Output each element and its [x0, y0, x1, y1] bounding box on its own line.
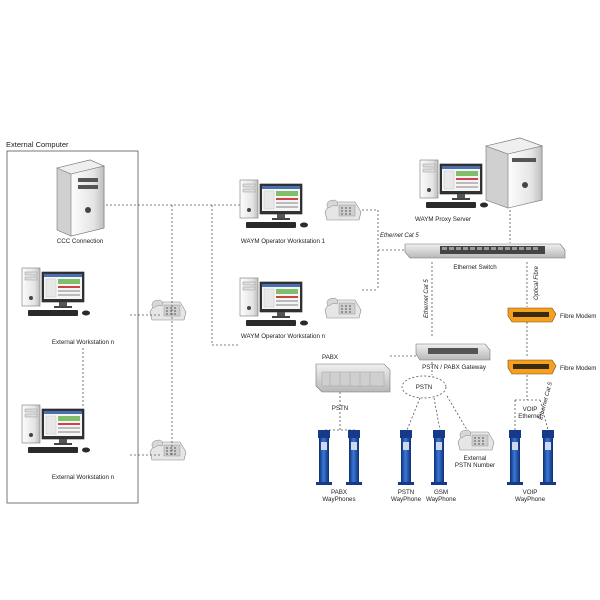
operator-workstation-label-1: WAYM Operator Workstation 1: [241, 238, 326, 245]
external-pstn-label-2: PSTN Number: [455, 462, 495, 469]
pstn-pabx-gateway-icon: [415, 343, 491, 361]
pstn-label-left: PSTN: [332, 405, 349, 412]
gsm-wayphone-label-2: WayPhone: [426, 496, 457, 503]
fibre-modem-label-2: Fibre Modem: [560, 365, 596, 372]
external-workstation-label-1: External Workstation n: [52, 339, 115, 346]
pabx-wayphone-icon-1: [316, 430, 332, 485]
ethernet-switch-icon: [404, 243, 566, 259]
pabx-wayphone-icon-2: [346, 430, 362, 485]
voip-wayphone-label-1: VOIP: [523, 489, 538, 496]
ethernet-switch-label: Ethernet Switch: [453, 264, 497, 271]
gsm-wayphone-icon: [431, 430, 447, 485]
fibre-modem-icon-1: [507, 307, 557, 323]
pstn-cloud: [401, 375, 447, 399]
fibre-modem-icon-2: [507, 359, 557, 375]
pstn-pabx-gateway-label: PSTN / PABX Gateway: [422, 364, 487, 371]
operator-workstation-label-n: WAYM Operator Workstation n: [241, 333, 326, 340]
voip-wayphone-icon-1: [507, 430, 523, 485]
ethernet-cat5-label-top: Ethernet Cat 5: [380, 233, 419, 239]
operator-workstation-icon-n: [239, 277, 309, 327]
external-workstation-icon-1: [21, 267, 91, 317]
external-pstn-label-1: External: [464, 455, 487, 462]
voip-ethernet-label-1: VOIP: [523, 406, 538, 413]
voip-wayphone-icon-2: [540, 430, 556, 485]
external-workstation-label-2: External Workstation n: [52, 474, 115, 481]
pabx-label: PABX: [322, 354, 338, 361]
voip-wayphone-label-2: WayPhone: [515, 496, 546, 503]
external-workstation-icon-2: [21, 404, 91, 454]
pstn-wayphone-icon: [398, 430, 414, 485]
operator-workstation-icon-1: [239, 179, 309, 229]
proxy-workstation-icon: [419, 159, 489, 209]
proxy-server-tower-icon: [484, 137, 544, 209]
phone-icon-3: [324, 199, 362, 221]
pabx-icon: [315, 363, 391, 393]
ccc-computer-icon: [56, 159, 105, 237]
gsm-wayphone-label-1: GSM: [434, 489, 448, 496]
group-title: External Computer: [6, 140, 69, 149]
optical-fibre-label: Optical Fibre: [534, 265, 540, 300]
fibre-modem-label-1: Fibre Modem: [560, 313, 596, 320]
phone-icon-2: [149, 439, 187, 461]
pstn-wayphone-label-1: PSTN: [398, 489, 415, 496]
proxy-server-label: WAYM Proxy Server: [415, 216, 471, 223]
pstn-cloud-label: PSTN: [416, 384, 433, 391]
ethernet-cat5-label-vertical: Ethernet Cat 5: [424, 279, 430, 318]
pabx-wayphones-label-1: PABX: [331, 489, 347, 496]
phone-icon-1: [149, 299, 187, 321]
external-computer-box: [6, 150, 139, 504]
pabx-wayphones-label-2: WayPhones: [322, 496, 355, 503]
phone-icon-4: [324, 297, 362, 319]
external-phone-icon: [457, 429, 495, 451]
voip-ethernet-label-2: Ethernet: [518, 413, 542, 420]
ccc-connection-label: CCC Connection: [57, 238, 104, 245]
network-links: [106, 204, 549, 456]
pstn-wayphone-label-2: WayPhone: [391, 496, 422, 503]
